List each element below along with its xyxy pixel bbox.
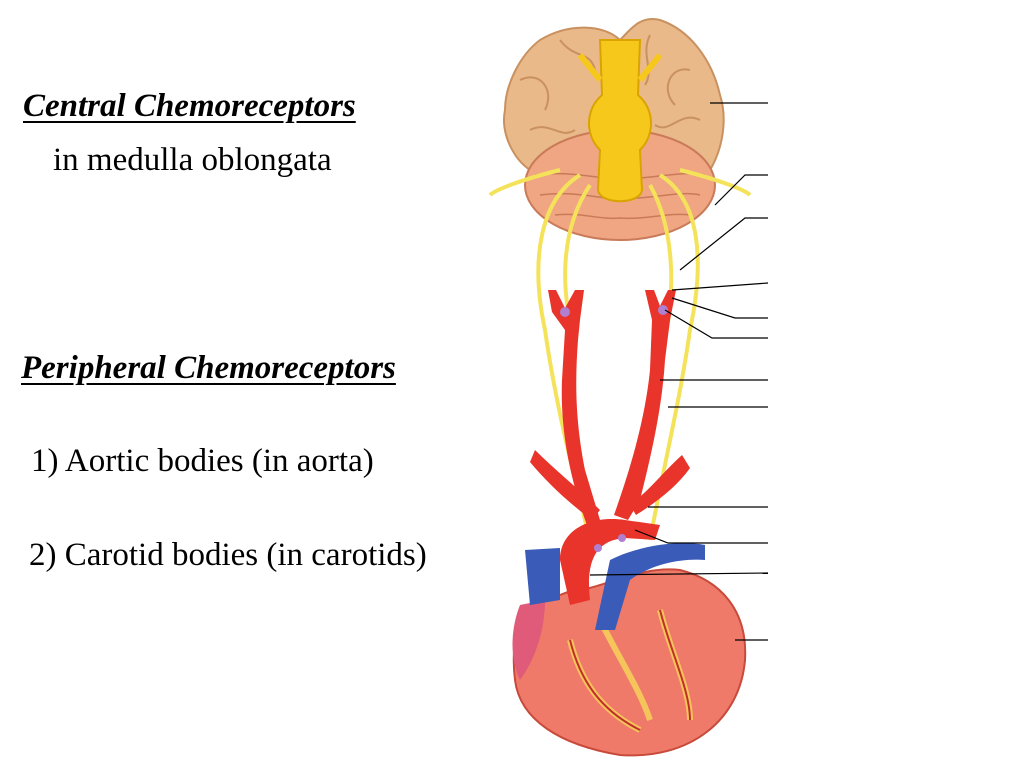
central-chemoreceptors-location: in medulla oblongata xyxy=(53,142,332,178)
central-chemoreceptors-heading: Central Chemoreceptors xyxy=(23,88,356,124)
aortic-bodies-item: 1) Aortic bodies (in aorta) xyxy=(31,443,374,479)
brain xyxy=(503,18,725,241)
carotid-bodies xyxy=(560,305,668,317)
aortic-bodies xyxy=(594,544,602,552)
carotid-bodies-item: 2) Carotid bodies (in carotids) xyxy=(29,537,427,573)
label-leader-lines xyxy=(589,102,769,641)
heart xyxy=(512,519,747,757)
carotid-arteries xyxy=(530,290,690,528)
peripheral-chemoreceptors-heading: Peripheral Chemoreceptors xyxy=(21,350,396,386)
